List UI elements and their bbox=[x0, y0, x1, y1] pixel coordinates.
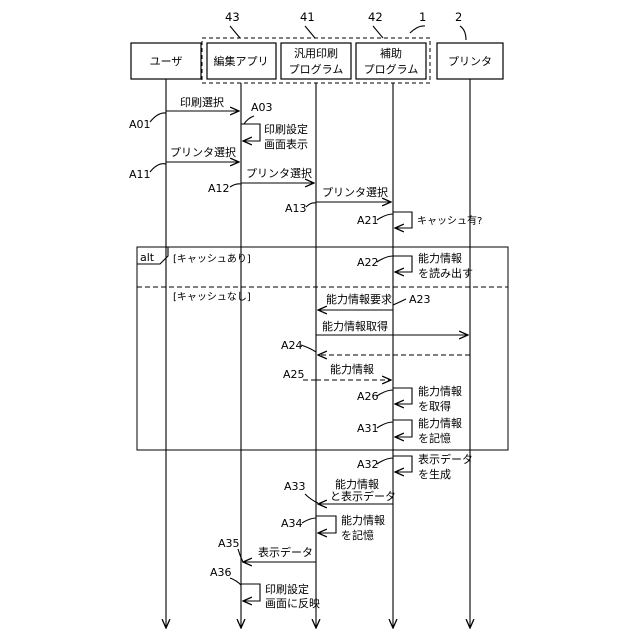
arrow-a31 bbox=[393, 420, 412, 437]
ref-number-41: 41 bbox=[300, 10, 315, 24]
label-a31: A31 bbox=[357, 422, 379, 435]
arrow-a34 bbox=[316, 516, 336, 533]
arrow-a21 bbox=[393, 212, 412, 228]
label-a36: A36 bbox=[210, 566, 232, 579]
leader-a13 bbox=[306, 203, 316, 207]
msg-a23-acquire: 能力情報取得 bbox=[322, 319, 388, 333]
participant-user: ユーザ bbox=[150, 55, 183, 68]
arrow-a22 bbox=[393, 256, 412, 272]
label-a22: A22 bbox=[357, 256, 379, 269]
participant-edit-app: 編集アプリ bbox=[214, 54, 269, 68]
leader-a26 bbox=[377, 390, 393, 396]
label-a12: A12 bbox=[208, 182, 230, 195]
leader-42 bbox=[373, 26, 383, 38]
arrow-a26 bbox=[393, 388, 412, 404]
alt-guard-cache-hit: [キャッシュあり] bbox=[173, 253, 251, 265]
msg-a32-line2: を生成 bbox=[418, 467, 451, 481]
msg-a12: プリンタ選択 bbox=[246, 166, 312, 180]
leader-a23 bbox=[393, 299, 406, 305]
alt-operator: alt bbox=[140, 251, 155, 264]
participant-print-program-line1: 汎用印刷 bbox=[294, 46, 338, 60]
msg-a31-line2: を記憶 bbox=[418, 431, 451, 445]
label-a21: A21 bbox=[357, 214, 379, 227]
msg-a33-line2: と表示データ bbox=[330, 489, 396, 503]
msg-a26-line2: を取得 bbox=[418, 400, 451, 413]
participant-helper-program-line2: プログラム bbox=[364, 62, 419, 76]
label-a32: A32 bbox=[357, 458, 379, 471]
msg-a25: 能力情報 bbox=[330, 362, 374, 376]
ref-number-2: 2 bbox=[455, 10, 462, 24]
msg-a32-line1: 表示データ bbox=[418, 452, 473, 466]
label-a24: A24 bbox=[281, 339, 303, 352]
leader-a22 bbox=[377, 256, 393, 262]
leader-a24 bbox=[301, 345, 316, 352]
label-a01: A01 bbox=[129, 118, 151, 131]
leader-a32 bbox=[377, 458, 393, 464]
label-a23: A23 bbox=[409, 293, 431, 306]
label-a11: A11 bbox=[129, 168, 151, 181]
participant-print-program-line2: プログラム bbox=[289, 62, 344, 76]
msg-a22-line1: 能力情報 bbox=[418, 251, 462, 265]
participant-printer: プリンタ bbox=[448, 55, 492, 68]
ref-number-1: 1 bbox=[419, 10, 426, 24]
msg-a22-line2: を読み出す bbox=[418, 266, 473, 280]
ref-number-43: 43 bbox=[225, 10, 240, 24]
msg-a13: プリンタ選択 bbox=[322, 185, 388, 199]
msg-a01: 印刷選択 bbox=[180, 95, 224, 109]
leader-a21 bbox=[377, 214, 393, 220]
msg-a36-line1: 印刷設定 bbox=[265, 582, 309, 596]
leader-a03 bbox=[244, 116, 254, 124]
arrow-a32 bbox=[393, 456, 412, 472]
arrow-a03 bbox=[241, 124, 260, 141]
leader-a31 bbox=[377, 422, 393, 428]
label-a13: A13 bbox=[285, 202, 307, 215]
leader-2 bbox=[460, 26, 466, 40]
ref-number-42: 42 bbox=[368, 10, 383, 24]
leader-41 bbox=[305, 26, 315, 38]
arrow-a36 bbox=[241, 584, 260, 601]
leader-a01 bbox=[150, 113, 166, 122]
msg-a03-line1: 印刷設定 bbox=[264, 122, 308, 136]
msg-a36-line2: 画面に反映 bbox=[265, 597, 320, 610]
leader-a36 bbox=[230, 578, 241, 585]
label-a26: A26 bbox=[357, 390, 379, 403]
leader-a34 bbox=[302, 518, 316, 523]
msg-a34-line1: 能力情報 bbox=[341, 513, 385, 527]
label-a33: A33 bbox=[284, 480, 306, 493]
alt-guard-cache-miss: [キャッシュなし] bbox=[173, 291, 251, 303]
msg-a35: 表示データ bbox=[258, 545, 313, 559]
msg-a23-request: 能力情報要求 bbox=[326, 292, 392, 306]
msg-a21: キャッシュ有? bbox=[417, 214, 482, 227]
msg-a34-line2: を記憶 bbox=[341, 528, 374, 542]
label-a03: A03 bbox=[251, 101, 273, 114]
leader-43 bbox=[230, 26, 240, 38]
msg-a11: プリンタ選択 bbox=[170, 145, 236, 159]
label-a35: A35 bbox=[218, 537, 240, 550]
participant-helper-program-line1: 補助 bbox=[380, 46, 402, 60]
msg-a33-line1: 能力情報 bbox=[335, 477, 379, 491]
label-a34: A34 bbox=[281, 517, 303, 530]
msg-a26-line1: 能力情報 bbox=[418, 384, 462, 398]
label-a25: A25 bbox=[283, 368, 305, 381]
leader-a11 bbox=[150, 164, 166, 172]
leader-a12 bbox=[230, 184, 241, 187]
leader-1 bbox=[410, 26, 425, 33]
msg-a31-line1: 能力情報 bbox=[418, 416, 462, 430]
msg-a03-line2: 画面表示 bbox=[264, 137, 308, 151]
